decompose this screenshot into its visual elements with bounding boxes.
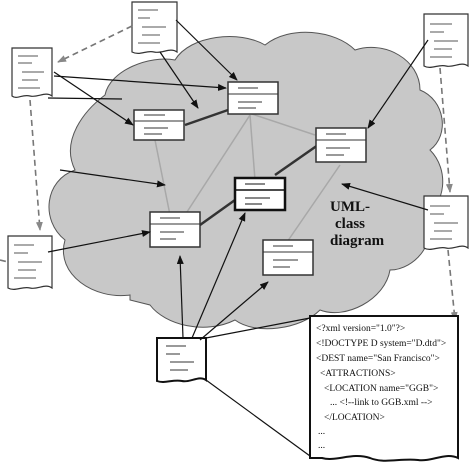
mapping-arrows: [47, 19, 429, 341]
uml-class-box: [315, 127, 367, 163]
uml-class-box: [133, 109, 185, 141]
document-icon: [423, 195, 469, 251]
document-icon-selected: [156, 337, 207, 383]
document-icon: [131, 1, 178, 55]
mapping-arrow: [199, 281, 269, 341]
xml-line: </LOCATION>: [324, 413, 385, 423]
uml-class-box: [149, 211, 201, 248]
mapping-arrow: [47, 97, 123, 100]
xml-line: <LOCATION name="GGB">: [324, 384, 438, 394]
mapping-arrow: [175, 19, 238, 81]
class-link: [199, 198, 236, 227]
xml-document-page: [205, 315, 459, 462]
association-line: [284, 164, 341, 246]
association-line: [184, 114, 251, 216]
dashed-link: [29, 99, 43, 231]
mapping-arrow: [47, 230, 151, 253]
association-lines: [154, 109, 341, 246]
xml-line: <?xml version="1.0"?>: [316, 324, 405, 334]
uml-class-box: [262, 239, 314, 276]
dashed-link: [0, 259, 9, 263]
dashed-link: [439, 67, 453, 193]
xml-line: <ATTRACTIONS>: [320, 369, 396, 379]
cloud-label-line: UML-: [330, 199, 370, 215]
cloud-label-line: class: [335, 216, 365, 232]
mapping-arrow: [341, 182, 429, 211]
class-link: [274, 143, 319, 177]
uml-class-box-highlighted: [233, 176, 287, 212]
mapping-arrow: [191, 212, 246, 339]
class-link: [184, 108, 229, 127]
mapping-arrow: [53, 75, 227, 91]
dashed-link: [57, 25, 133, 63]
xml-line: <DEST name="San Francisco">: [316, 354, 440, 364]
xml-line: ...: [318, 441, 325, 451]
xml-line: <!DOCTYPE D system="D.dtd">: [316, 339, 446, 349]
class-links: [184, 108, 319, 227]
xml-line: ... <!--link to GGB.xml -->: [330, 398, 433, 408]
mapping-arrow: [176, 255, 184, 339]
dashed-link: [447, 249, 458, 321]
mapping-arrow: [159, 51, 199, 109]
cloud-label-line: diagram: [330, 233, 385, 249]
document-icon: [11, 47, 53, 99]
dashed-links: [0, 25, 458, 321]
mapping-arrow: [367, 39, 429, 129]
document-icon: [423, 13, 469, 69]
mapping-arrow: [59, 169, 166, 188]
xml-line: ...: [318, 427, 325, 437]
association-line: [154, 139, 171, 216]
document-icon: [7, 235, 53, 291]
association-line: [249, 114, 256, 181]
uml-class-box: [227, 81, 279, 115]
